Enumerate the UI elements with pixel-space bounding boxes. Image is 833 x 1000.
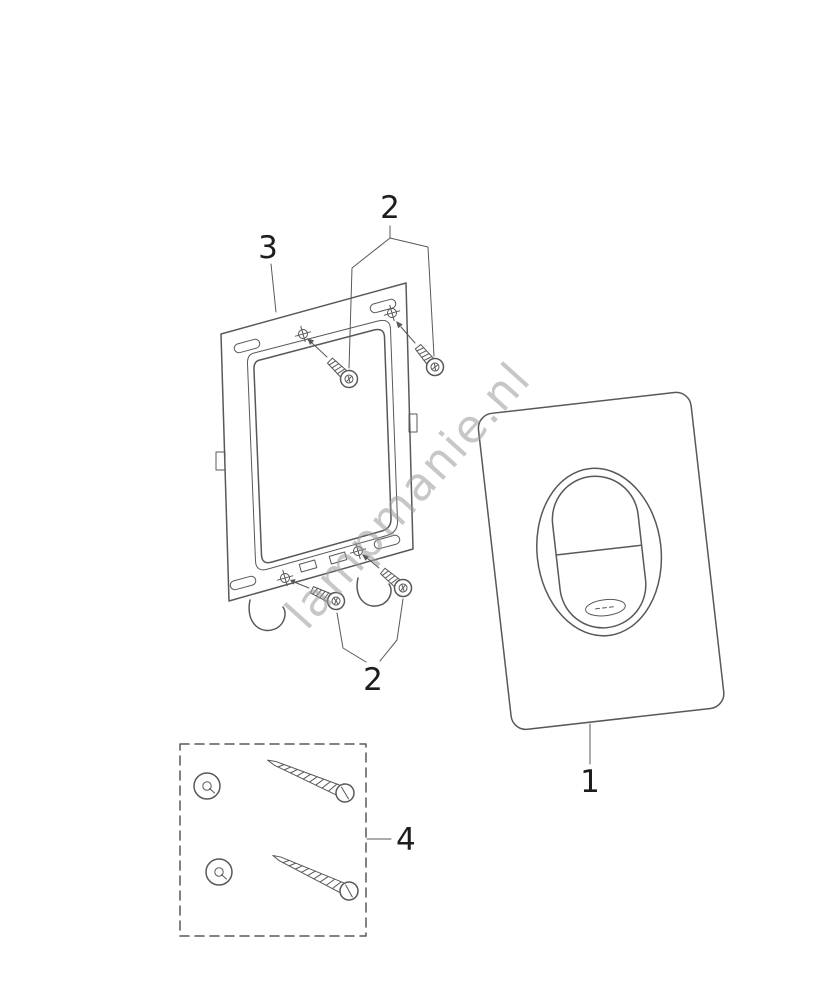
grohe-logo-icon <box>585 598 626 617</box>
screw-icon <box>410 340 448 380</box>
fixing-set-box <box>179 743 367 937</box>
flush-button-divider <box>556 544 642 556</box>
wood-screw-icon <box>268 846 362 904</box>
frame-corner-slots <box>229 298 401 591</box>
callout-screws-bottom: 2 <box>363 662 383 698</box>
mounting-frame-drawing <box>215 282 418 632</box>
leader-screws-top <box>348 225 435 369</box>
flush-plate-body <box>477 391 725 731</box>
callouts: 2 3 2 1 4 <box>258 190 600 858</box>
leader-frame <box>270 263 277 313</box>
frame-collar-line <box>246 319 399 571</box>
washer-icon <box>205 858 233 886</box>
frame-bottom-clips <box>298 551 348 573</box>
flush-button <box>551 475 647 629</box>
screw-icon <box>376 563 416 601</box>
screw-direction-arrows <box>290 321 416 589</box>
callout-fixing-set: 4 <box>396 822 416 858</box>
flush-plate-drawing <box>477 391 725 731</box>
flush-plate-bezel <box>536 467 663 637</box>
frame-outline <box>220 282 414 602</box>
frame-hook-right <box>356 577 392 607</box>
fixing-set-border <box>179 743 367 937</box>
frame-left-tab <box>215 451 226 471</box>
screw-icon <box>307 581 349 614</box>
wood-screw-icon <box>263 751 358 806</box>
callout-frame: 3 <box>258 230 278 266</box>
frame-hook-left <box>248 599 286 632</box>
frame-right-tab <box>408 413 418 433</box>
leader-screws-bottom <box>336 598 404 663</box>
callout-screws-top: 2 <box>380 190 400 226</box>
washer-icon <box>193 772 221 800</box>
callout-plate: 1 <box>580 764 600 800</box>
frame-opening <box>253 328 392 564</box>
frame-screws <box>290 321 448 614</box>
